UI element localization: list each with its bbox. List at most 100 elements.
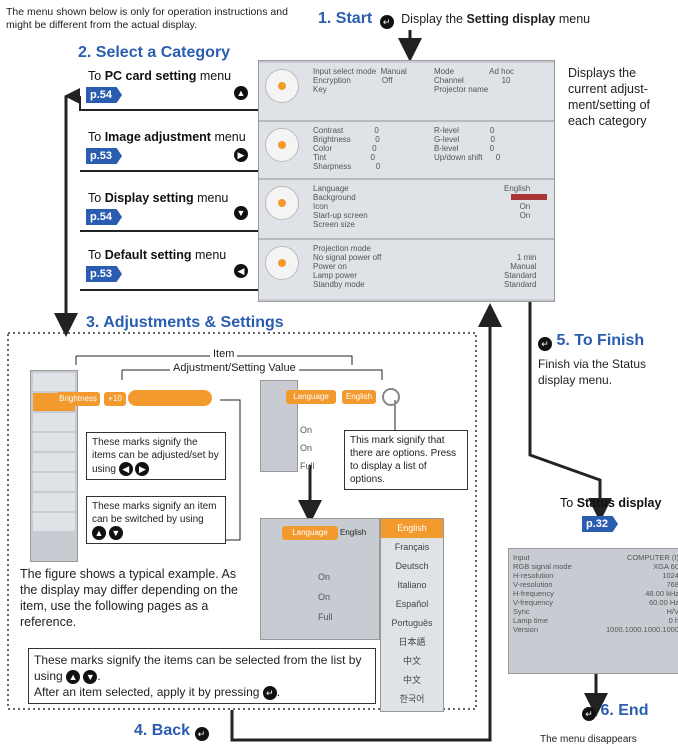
step6-header: ↵ 6. End: [582, 702, 648, 721]
select-note-box: These marks signify the items can be sel…: [28, 648, 376, 704]
language-option[interactable]: Deutsch: [395, 561, 429, 571]
step3-title: 3. Adjustments & Settings: [86, 314, 284, 331]
language-item-expanded[interactable]: Language: [282, 526, 338, 540]
step5-text: Finish via the Status display menu.: [538, 357, 647, 387]
contrast-icon: [33, 373, 75, 391]
language-value-expanded: English: [340, 528, 367, 537]
tint-icon: [33, 433, 75, 451]
status-key: V-resolution: [513, 580, 553, 589]
language-option[interactable]: Italiano: [397, 580, 427, 590]
language-option[interactable]: 中文: [402, 656, 421, 666]
status-row: RGB signal mode XGA 60: [513, 562, 678, 571]
down-arrow-icon: ▼: [234, 206, 248, 220]
language-list[interactable]: English Français Deutsch Italiano Españo…: [380, 518, 444, 712]
setting-display-menu: Input select mode Manual Encryption Off …: [258, 60, 555, 302]
step4-header: 4. Back ↵: [134, 722, 209, 741]
status-value: 0 h: [668, 616, 678, 625]
brightness-slider[interactable]: [128, 390, 212, 406]
language-option[interactable]: 日本語: [398, 637, 426, 647]
enter-icon: ↵: [582, 707, 596, 721]
side-note: Displays the current adjust-ment/setting…: [568, 66, 650, 128]
page-badge-default-setting[interactable]: p.53: [86, 266, 123, 282]
color-icon: [33, 413, 75, 431]
language-option[interactable]: English: [381, 519, 443, 538]
status-value: 60.00 Hz: [648, 598, 678, 607]
page-badge-display-setting[interactable]: p.54: [86, 209, 123, 225]
status-value: 48.00 kHz: [645, 589, 678, 598]
mini-value-3: Full: [300, 461, 315, 471]
step1-header: 1. Start ↵ Display the Setting display m…: [318, 10, 591, 29]
status-value: XGA 60: [653, 562, 678, 571]
step1-title: 1. Start: [318, 10, 373, 27]
step1-text-post: menu: [555, 12, 591, 26]
status-row: H-resolution 1024: [513, 571, 678, 580]
status-row: Version 1000.1000.1000.1000: [513, 625, 678, 634]
mini-value-2: On: [300, 443, 313, 453]
status-value: H/V: [666, 607, 678, 616]
menu-row-default-setting[interactable]: Projection mode No signal power off Powe…: [259, 240, 554, 299]
status-display-label: To Status display: [560, 496, 662, 510]
sharpness-icon: [33, 453, 75, 471]
status-value: 1000.1000.1000.1000: [606, 625, 678, 634]
status-value: COMPUTER (I): [626, 553, 678, 562]
status-value: 1024: [662, 571, 678, 580]
language-option[interactable]: Français: [394, 542, 430, 552]
mini-value-6: Full: [318, 612, 333, 622]
menu-row-image-adjust[interactable]: Contrast 0 Brightness 0 Color 0 Tint 0 S…: [259, 122, 554, 180]
mini-value-5: On: [318, 592, 331, 602]
enter-icon: ↵: [262, 686, 277, 700]
switch-note-box: These marks signify an item can be switc…: [86, 496, 226, 544]
left-arrow-icon: ◀: [118, 462, 133, 476]
language-option[interactable]: 中文: [402, 675, 421, 685]
enter-icon: ↵: [379, 15, 394, 29]
language-value[interactable]: English: [342, 390, 376, 404]
enter-icon: ↵: [194, 727, 209, 741]
item-label: Item: [210, 348, 238, 360]
value-label: Adjustment/Setting Value: [170, 362, 299, 374]
mini-value-4: On: [318, 572, 331, 582]
right-arrow-icon: ▶: [234, 148, 248, 162]
step5-title: 5. To Finish: [556, 332, 645, 349]
status-key: Lamp time: [513, 616, 549, 625]
status-key: Input: [513, 553, 530, 562]
background-swatch: [511, 194, 547, 200]
language-option[interactable]: 한국어: [399, 694, 425, 704]
step6-text: The menu disappears: [540, 734, 637, 745]
language-item[interactable]: Language: [286, 390, 336, 404]
down-arrow-icon: ▼: [83, 670, 98, 684]
language-option[interactable]: Português: [391, 618, 433, 628]
menu-row-display-setting[interactable]: Language Background Icon Start-up screen…: [259, 180, 554, 240]
menu-row-pc-card[interactable]: Input select mode Manual Encryption Off …: [259, 63, 554, 122]
step1-text-bold: Setting display: [466, 12, 556, 26]
page-badge-pc-card[interactable]: p.54: [86, 87, 123, 103]
step5-header: ↵ 5. To Finish: [538, 332, 645, 351]
r-level-icon: [33, 473, 75, 491]
directional-pad-icon: [265, 128, 299, 162]
up-arrow-icon: ▲: [66, 670, 81, 684]
typical-note: The figure shows a typical example. As t…: [20, 567, 238, 629]
page-badge-image-adjust[interactable]: p.53: [86, 148, 123, 164]
status-key: Version: [513, 625, 539, 634]
g-level-icon: [33, 493, 75, 511]
status-key: H-resolution: [513, 571, 554, 580]
right-arrow-icon: ▶: [135, 462, 150, 476]
status-key: RGB signal mode: [513, 562, 572, 571]
page-badge-status[interactable]: p.32: [582, 516, 619, 532]
category-pc-card: To PC card setting menu: [88, 69, 232, 83]
step2-title: 2. Select a Category: [78, 44, 231, 61]
status-row: Input COMPUTER (I): [513, 553, 678, 562]
brightness-item[interactable]: Brightness: [56, 392, 100, 406]
category-default-setting: To Default setting menu: [88, 248, 227, 262]
adjust-note-box: These marks signify the items can be adj…: [86, 432, 226, 480]
b-level-icon: [33, 513, 75, 531]
disclaimer-text: The menu shown below is only for operati…: [6, 6, 288, 31]
step1-text-pre: Display the: [401, 12, 467, 26]
language-option[interactable]: Español: [395, 599, 429, 609]
left-arrow-icon: ◀: [234, 264, 248, 278]
